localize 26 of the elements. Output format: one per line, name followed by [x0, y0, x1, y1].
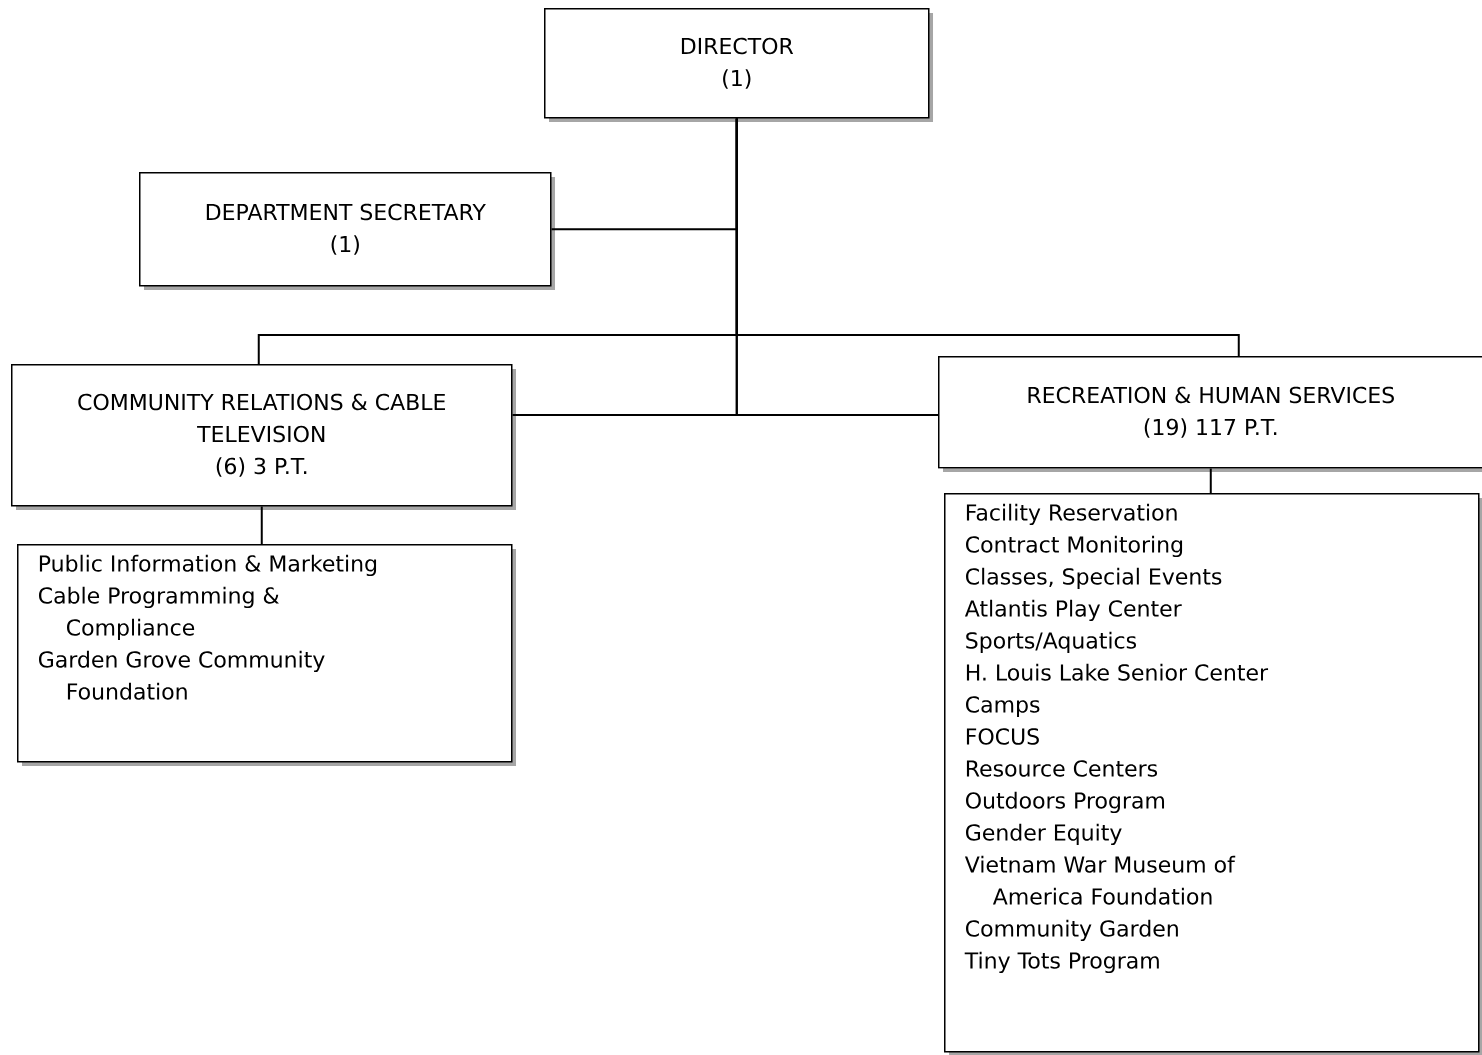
list-item: Vietnam War Museum of America Foundation [964, 855, 1236, 905]
list-item: Classes, Special Events [966, 567, 1222, 590]
duty-list-box [944, 493, 1482, 1055]
list-item: Tiny Tots Program [964, 951, 1159, 974]
list-item: Sports/Aquatics [966, 631, 1136, 654]
list-item: Atlantis Play Center [964, 599, 1182, 622]
duty-list-box [17, 544, 516, 766]
list-item: Cable Programming & Compliance [39, 586, 279, 641]
connector-line [1209, 467, 1212, 494]
list-item: Garden Grove Community Foundation [39, 650, 325, 700]
list-item: Facility Reservation [966, 503, 1177, 526]
list-item: FOCUS [966, 728, 1039, 745]
list-item: Outdoors Program [966, 791, 1164, 814]
list-item: Public Information & Marketing [39, 554, 377, 577]
list-item: Community Garden [966, 919, 1178, 942]
connector-line [735, 117, 1240, 357]
position-box: RECREATION & HUMAN SERVICES (19) 117 P.T. [938, 356, 1482, 472]
connector-line [260, 505, 263, 545]
list-item: Resource Centers [966, 760, 1158, 777]
position-box: DEPARTMENT SECRETARY (1) [139, 172, 555, 290]
list-item: H. Louis Lake Senior Center [966, 663, 1269, 681]
position-box: COMMUNITY RELATIONS & CABLE TELEVISION (6) 3 P.T. [11, 364, 516, 510]
list-item: Contract Monitoring [966, 535, 1183, 558]
list-item: Camps [966, 696, 1040, 718]
position-box: DIRECTOR (1) [544, 8, 933, 122]
list-item: Gender Equity [966, 823, 1122, 846]
